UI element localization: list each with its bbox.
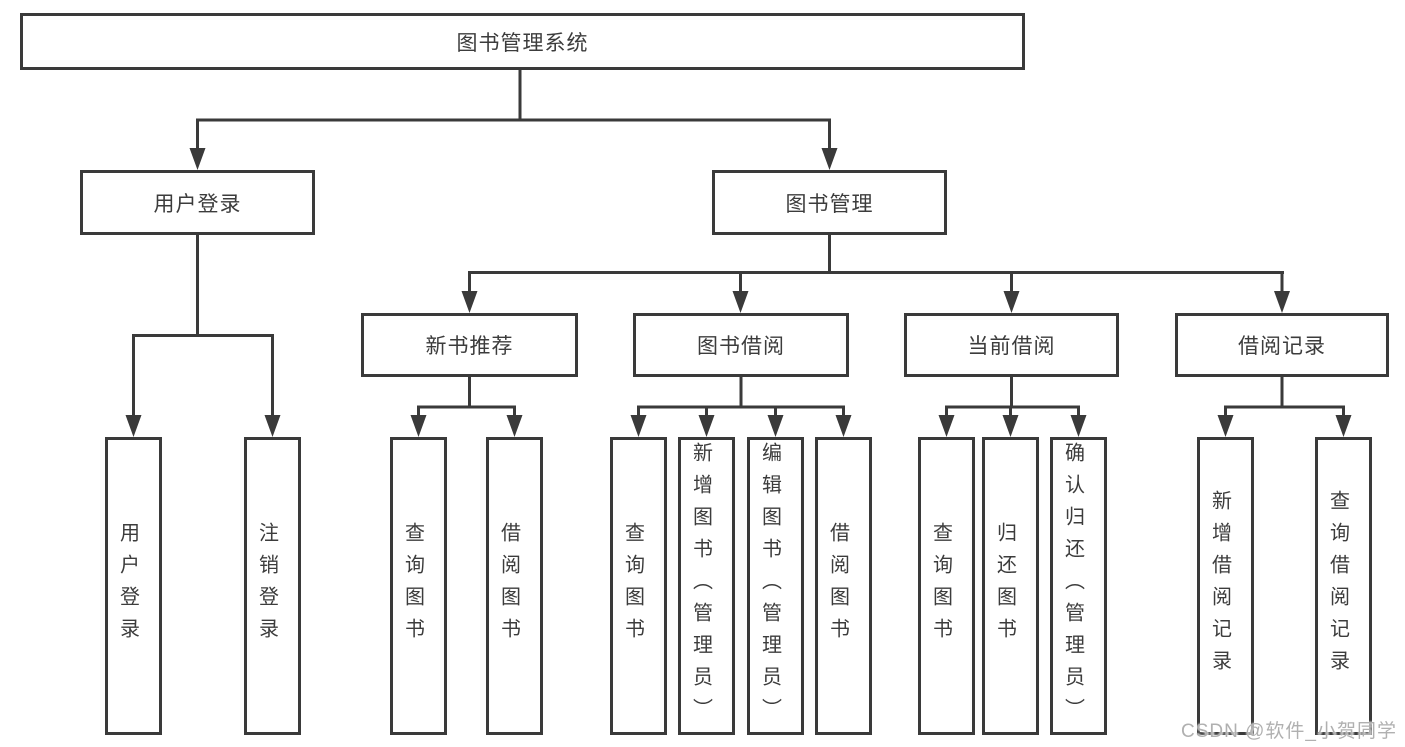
leaf-add-books-admin: 新增图书（管理员） [678,437,735,735]
arrowheads [125,148,1352,437]
leaf-borrow-books-label: 借阅图书 [826,522,849,650]
leaf-add-books-admin-label: 新增图书（管理员） [689,442,712,730]
node-book-manage-label: 图书管理 [785,192,874,216]
leaf-return-books: 归还图书 [982,437,1039,735]
node-root-label: 图书管理系统 [456,31,589,55]
leaf-return-books-label: 归还图书 [993,522,1016,650]
leaf-query-borrow-record-label: 查询借阅记录 [1326,490,1349,682]
node-book-manage: 图书管理 [712,170,947,235]
leaf-logout: 注销登录 [244,437,301,735]
csdn-watermark: CSDN @软件_小贺同学 [1181,721,1397,742]
arrow-down-icon [630,415,647,437]
leaf-current-query-books-label: 查询图书 [929,522,952,650]
leaf-edit-books-admin: 编辑图书（管理员） [747,437,804,735]
arrow-down-icon [732,291,749,313]
arrow-down-icon [125,415,142,437]
arrow-down-icon [938,415,955,437]
node-borrow-records: 借阅记录 [1175,313,1389,377]
node-user-login: 用户登录 [80,170,315,235]
leaf-borrow-query-books: 查询图书 [610,437,667,735]
leaf-recommend-query-books-label: 查询图书 [401,522,424,650]
leaf-borrow-books: 借阅图书 [815,437,872,735]
arrow-down-icon [1003,291,1020,313]
node-root: 图书管理系统 [20,13,1025,70]
node-book-borrow-label: 图书借阅 [697,335,785,358]
leaf-borrow-query-books-label: 查询图书 [621,522,644,650]
leaf-user-login: 用户登录 [105,437,162,735]
node-current-borrow: 当前借阅 [904,313,1119,377]
arrow-down-icon [1070,415,1087,437]
arrow-down-icon [698,415,715,437]
leaf-user-login-label: 用户登录 [116,522,139,650]
leaf-confirm-return-admin-label: 确认归还（管理员） [1061,442,1084,730]
arrow-down-icon [189,148,206,170]
leaf-recommend-borrow-books: 借阅图书 [486,437,543,735]
leaf-confirm-return-admin: 确认归还（管理员） [1050,437,1107,735]
leaf-current-query-books: 查询图书 [918,437,975,735]
arrow-down-icon [1335,415,1352,437]
arrow-down-icon [1002,415,1019,437]
arrow-down-icon [264,415,281,437]
node-current-borrow-label: 当前借阅 [967,335,1056,358]
arrow-down-icon [1217,415,1234,437]
node-book-borrow: 图书借阅 [633,313,849,377]
node-borrow-records-label: 借阅记录 [1238,335,1326,358]
leaf-add-borrow-record-label: 新增借阅记录 [1208,490,1231,682]
arrow-down-icon [461,291,478,313]
leaf-recommend-borrow-books-label: 借阅图书 [497,522,520,650]
leaf-logout-label: 注销登录 [255,522,278,650]
node-user-login-label: 用户登录 [153,192,242,216]
arrow-down-icon [767,415,784,437]
arrow-down-icon [506,415,523,437]
arrow-down-icon [835,415,852,437]
arrow-down-icon [821,148,838,170]
arrow-down-icon [1274,291,1290,313]
leaf-query-borrow-record: 查询借阅记录 [1315,437,1372,735]
node-new-book-recommend-label: 新书推荐 [425,335,514,358]
node-new-book-recommend: 新书推荐 [361,313,578,377]
leaf-edit-books-admin-label: 编辑图书（管理员） [758,442,781,730]
leaf-recommend-query-books: 查询图书 [390,437,447,735]
arrow-down-icon [410,415,427,437]
leaf-add-borrow-record: 新增借阅记录 [1197,437,1254,735]
